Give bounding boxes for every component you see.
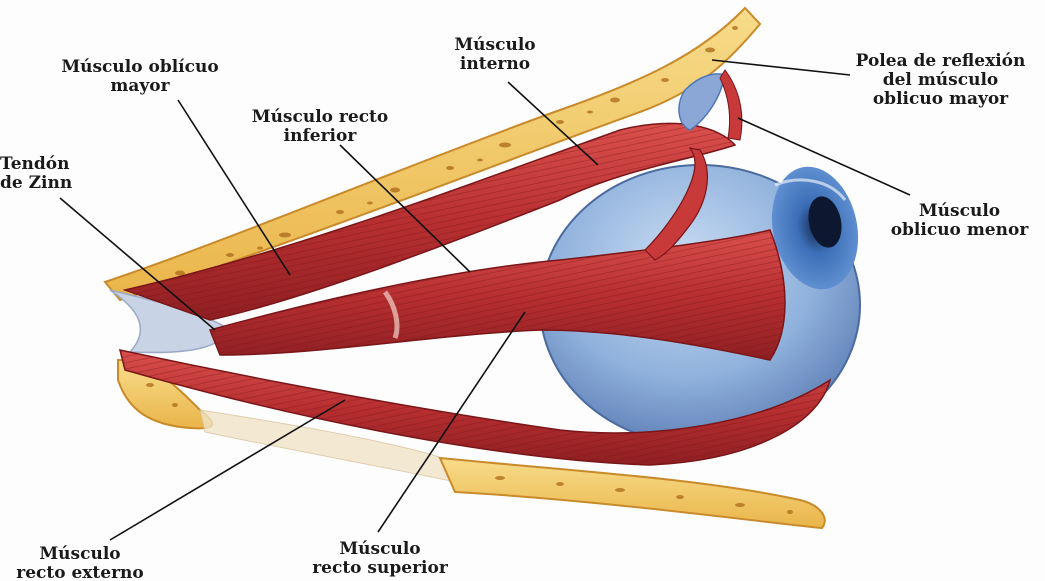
label-recto-externo: Músculo recto externo xyxy=(16,544,144,581)
label-tendon-zinn: Tendón de Zinn xyxy=(0,154,73,193)
pointer-oblicuo-mayor xyxy=(177,99,291,276)
label-recto-inferior: Músculo recto inferior xyxy=(251,107,389,146)
label-oblicuo-menor: Músculo oblicuo menor xyxy=(890,201,1029,240)
pointer-oblicuo-menor xyxy=(737,117,911,196)
label-interno: Músculo interno xyxy=(454,35,536,74)
upper-orbital-bone xyxy=(103,6,762,302)
oblique-tendon xyxy=(644,147,708,261)
pointer-recto-externo xyxy=(109,399,346,541)
label-recto-superior: Músculo recto superior xyxy=(312,539,448,578)
pointer-polea xyxy=(711,59,851,76)
pointer-recto-superior xyxy=(377,311,526,533)
pulley xyxy=(678,69,743,141)
lower-orbital-bone xyxy=(117,358,826,530)
pointer-lines xyxy=(59,59,911,541)
pointer-tendon-zinn xyxy=(59,197,216,331)
label-oblicuo-mayor: Músculo oblícuo mayor xyxy=(61,57,219,96)
pointer-interno xyxy=(507,81,599,166)
pointer-recto-inferior xyxy=(339,144,471,273)
label-polea: Polea de reflexión del músculo oblicuo m… xyxy=(855,51,1026,109)
